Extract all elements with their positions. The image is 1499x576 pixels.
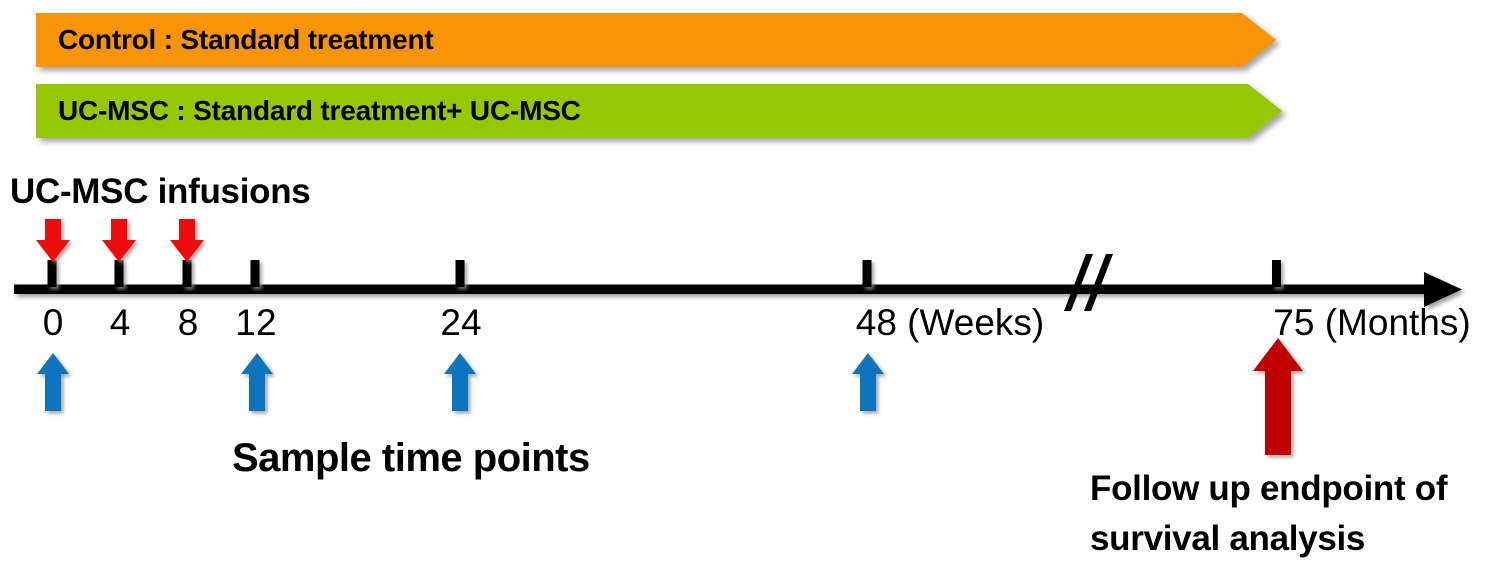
arm-banner-control: Control : Standard treatment: [36, 13, 1276, 67]
control-banner-shape: [36, 13, 1276, 67]
sample-arrow-week-0: [37, 353, 69, 411]
tick-label-4: 4: [109, 302, 131, 343]
infusion-arrows: [36, 219, 204, 262]
tick-0: [47, 260, 57, 287]
endpoint-arrow: [1253, 338, 1303, 455]
ucmsc-infusions-label: UC-MSC infusions: [10, 172, 311, 211]
tick-75: [1272, 260, 1281, 287]
tick-4: [114, 260, 124, 287]
followup-endpoint-caption-line1: Follow up endpoint of: [1090, 469, 1448, 508]
arm-banner-ucmsc: UC-MSC : Standard treatment+ UC-MSC: [36, 84, 1282, 138]
infusion-arrow-week-4: [102, 219, 136, 262]
tick-label-24: 24: [440, 302, 482, 343]
timeline-ticks: [47, 260, 1281, 287]
tick-label-0: 0: [42, 302, 64, 343]
sample-time-points-caption: Sample time points: [232, 436, 590, 480]
followup-endpoint-caption: Follow up endpoint of survival analysis: [1090, 464, 1448, 565]
infusion-arrow-week-8: [170, 219, 204, 262]
followup-endpoint-caption-line2: survival analysis: [1090, 519, 1366, 559]
sample-arrow-week-48: [852, 353, 884, 411]
tick-label-75: 75 (Months): [1273, 302, 1471, 343]
tick-label-12: 12: [235, 302, 277, 343]
axis-break-icon: [1064, 254, 1113, 311]
tick-24: [455, 260, 465, 287]
sample-arrow-week-12: [241, 353, 273, 411]
infusion-arrow-week-0: [36, 219, 70, 262]
tick-label-8: 8: [177, 302, 199, 343]
tick-12: [250, 260, 260, 287]
tick-48: [862, 260, 872, 287]
arm-banner-ucmsc-label: UC-MSC : Standard treatment+ UC-MSC: [58, 95, 581, 126]
sample-point-arrows: [37, 353, 884, 411]
ucmsc-banner-shape: [36, 84, 1282, 138]
tick-label-48: 48 (Weeks): [855, 302, 1045, 343]
tick-8: [182, 260, 192, 287]
arm-banner-control-label: Control : Standard treatment: [58, 24, 434, 55]
sample-arrow-week-24: [444, 353, 476, 411]
timeline-axis: [14, 272, 1462, 307]
